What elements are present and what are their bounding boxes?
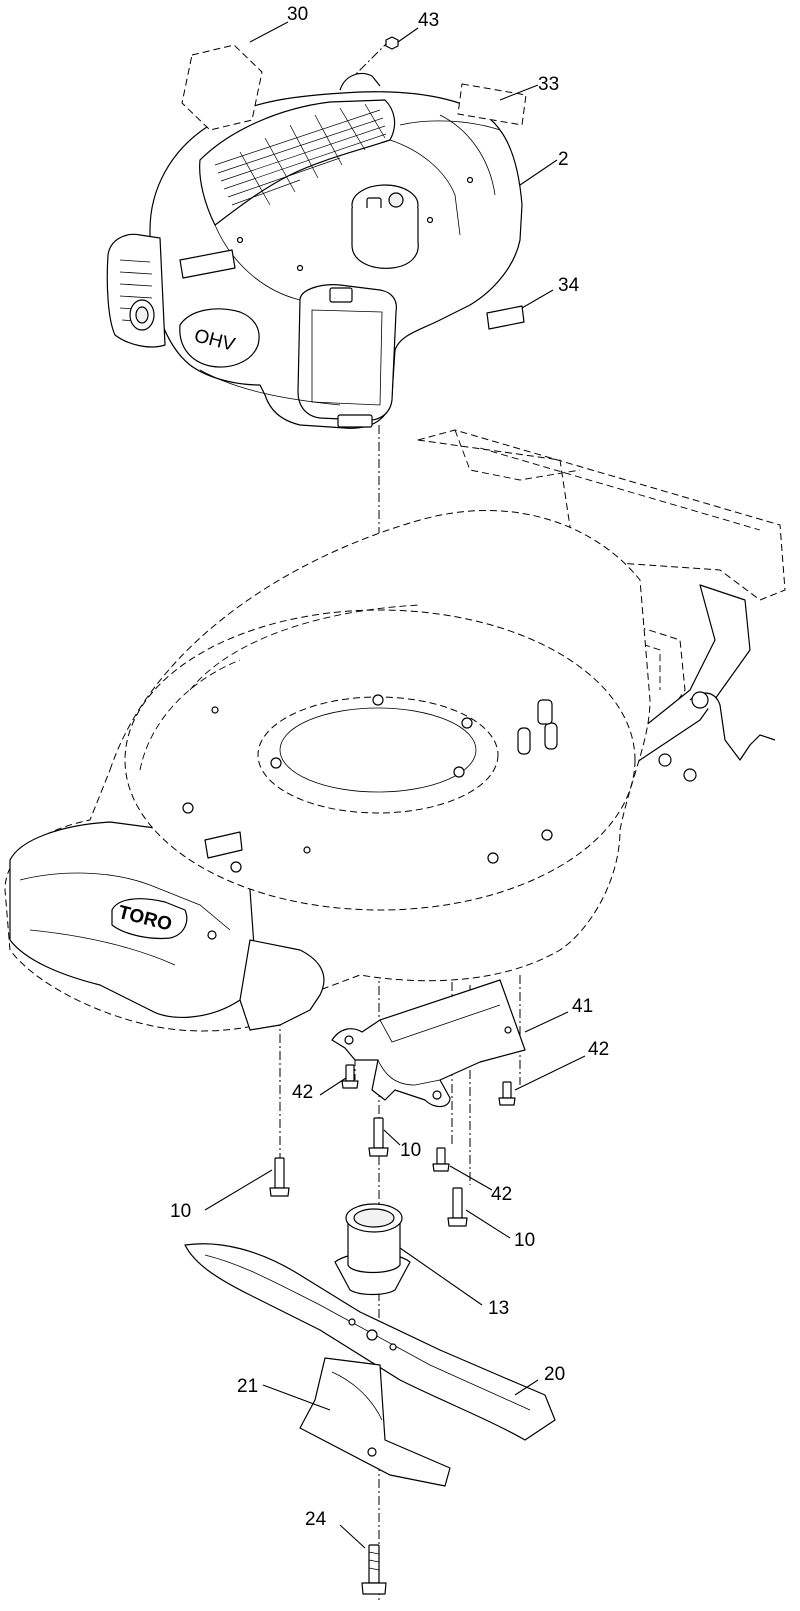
part-20-blade: [184, 1243, 556, 1441]
callout-41: 41: [572, 996, 593, 1017]
part-30-decal: [181, 44, 263, 131]
deck-mount-holes: [182, 694, 553, 940]
callout-labels: 30 43 33 2 34 41 42 42 10 42 10 10 13 20…: [170, 4, 609, 1530]
callout-20: 20: [544, 1364, 565, 1385]
callout-24: 24: [305, 1509, 327, 1530]
part-33-decal: [457, 83, 527, 126]
part-34-decal: [486, 305, 525, 330]
callout-30: 30: [287, 4, 308, 25]
callout-13: 13: [488, 1298, 509, 1319]
part-43-nut: [385, 36, 399, 50]
air-grille: [214, 103, 387, 206]
callout-leaders: [204, 21, 586, 1549]
part-21-mulch-plate: [299, 1357, 451, 1487]
part-41-bracket: [331, 979, 526, 1108]
callout-2: 2: [558, 149, 569, 170]
callout-10-right: 10: [514, 1230, 535, 1251]
callout-10-left: 10: [170, 1201, 191, 1222]
part-13-blade-adapter: [334, 1203, 411, 1296]
callout-42-left: 42: [292, 1082, 313, 1103]
part-24-blade-bolt: [361, 1544, 387, 1595]
callout-33: 33: [538, 74, 559, 95]
callout-21: 21: [237, 1376, 258, 1397]
fasteners: [269, 1064, 516, 1227]
callout-10-center: 10: [400, 1140, 421, 1161]
mower-deck: TORO: [4, 429, 786, 1032]
callout-42-middle: 42: [491, 1184, 512, 1205]
callout-34: 34: [558, 275, 580, 296]
callout-42-right: 42: [588, 1039, 609, 1060]
callout-43: 43: [418, 10, 439, 31]
engine-assembly: OHV: [106, 72, 523, 429]
